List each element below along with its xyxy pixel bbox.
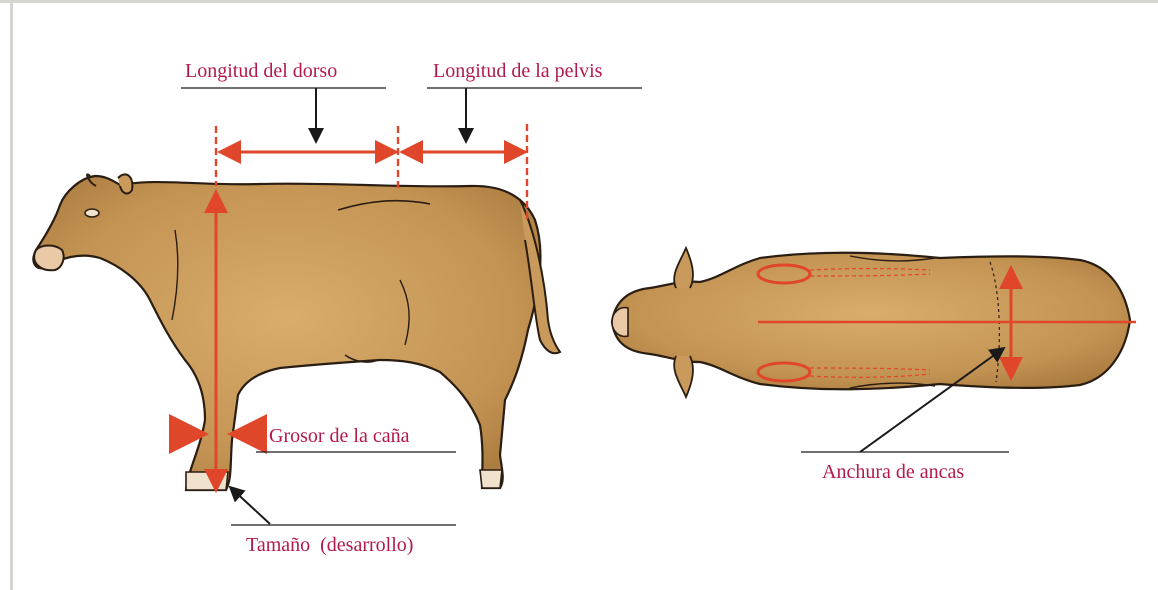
label-longitud-dorso: Longitud del dorso (185, 60, 337, 82)
label-anchura-ancas: Anchura de ancas (822, 461, 964, 483)
label-tamano: Tamaño (desarrollo) (246, 534, 413, 556)
label-longitud-pelvis: Longitud de la pelvis (433, 60, 602, 82)
tamano-pointer-arrow (230, 487, 270, 524)
label-grosor-cana: Grosor de la caña (269, 425, 410, 447)
